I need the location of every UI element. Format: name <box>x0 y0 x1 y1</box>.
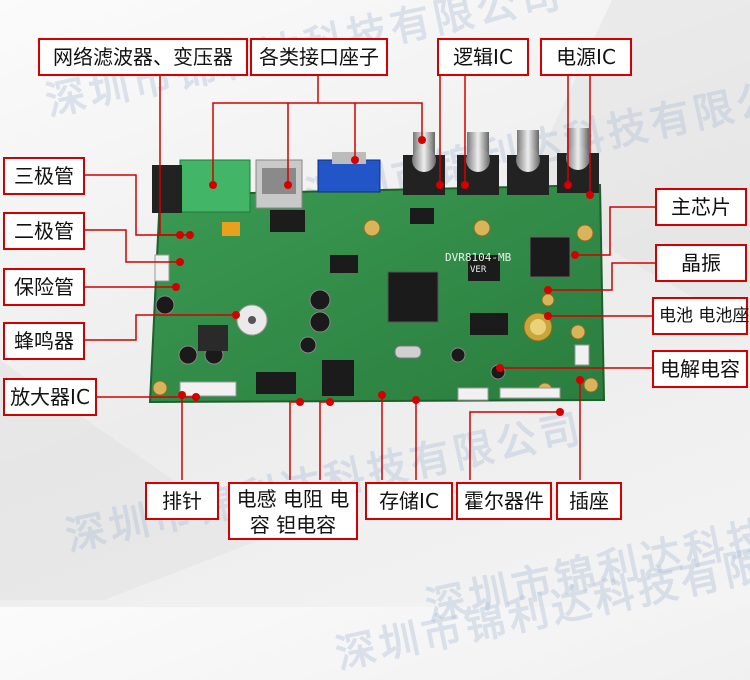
label-socket: 插座 <box>556 482 622 520</box>
label-passives: 电感 电阻 电容 钽电容 <box>228 482 358 540</box>
label-hall-device: 霍尔器件 <box>456 482 552 520</box>
label-transistor: 三极管 <box>3 157 85 195</box>
board-version: VER <box>470 265 487 275</box>
label-connectors: 各类接口座子 <box>250 38 388 76</box>
pcb-board-image: DVR8104-MB VER <box>148 128 606 404</box>
label-pin-header: 排针 <box>145 482 219 520</box>
label-battery: 电池 电池座 <box>652 297 749 335</box>
board-silkscreen: DVR8104-MB <box>445 251 512 264</box>
label-power-ic: 电源IC <box>540 38 632 76</box>
label-logic-ic: 逻辑IC <box>437 38 529 76</box>
label-fuse: 保险管 <box>3 268 85 306</box>
label-diode: 二极管 <box>3 212 85 250</box>
label-buzzer: 蜂鸣器 <box>3 322 85 360</box>
label-network-filter: 网络滤波器、变压器 <box>38 38 248 76</box>
label-crystal: 晶振 <box>655 244 747 282</box>
label-amplifier-ic: 放大器IC <box>3 378 97 416</box>
callout-lines <box>85 69 655 480</box>
label-electrolytic-cap: 电解电容 <box>652 350 748 388</box>
label-storage-ic: 存储IC <box>365 482 453 520</box>
label-main-chip: 主芯片 <box>655 188 747 226</box>
